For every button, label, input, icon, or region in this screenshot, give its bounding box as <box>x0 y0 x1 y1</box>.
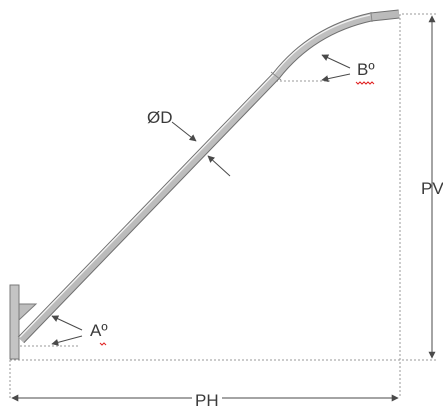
tip-sleeve-seam <box>370 11 373 23</box>
angle-a-label: Aº <box>90 321 108 340</box>
angle-a-pointer-lower <box>51 335 83 346</box>
angle-a-spellcheck-squiggle <box>99 342 107 346</box>
plate-gusset <box>18 303 38 322</box>
angle-a-pointer-upper <box>51 315 83 331</box>
horizontal-projection-label: PH <box>192 392 222 409</box>
bend-seam <box>270 71 282 81</box>
pole-highlight <box>19 14 371 338</box>
angle-b-pointer-lower <box>321 73 351 83</box>
diameter-label: ØD <box>147 108 173 127</box>
angle-b-pointer-upper <box>321 54 351 69</box>
angle-a-pointers <box>51 315 83 346</box>
diameter-pointer-top <box>171 121 197 142</box>
angle-b-pointers <box>321 54 351 83</box>
pole-arm-outline <box>17 9 400 344</box>
pole-arm <box>18 10 400 343</box>
angle-b-label: Bº <box>357 60 375 79</box>
vertical-projection-label: PV <box>421 179 443 198</box>
diameter-pointers <box>171 121 231 177</box>
reference-lines <box>9 13 438 398</box>
diameter-pointer-bottom <box>207 155 231 177</box>
angle-b-spellcheck-squiggle <box>355 81 375 85</box>
wall-plate <box>9 284 20 360</box>
